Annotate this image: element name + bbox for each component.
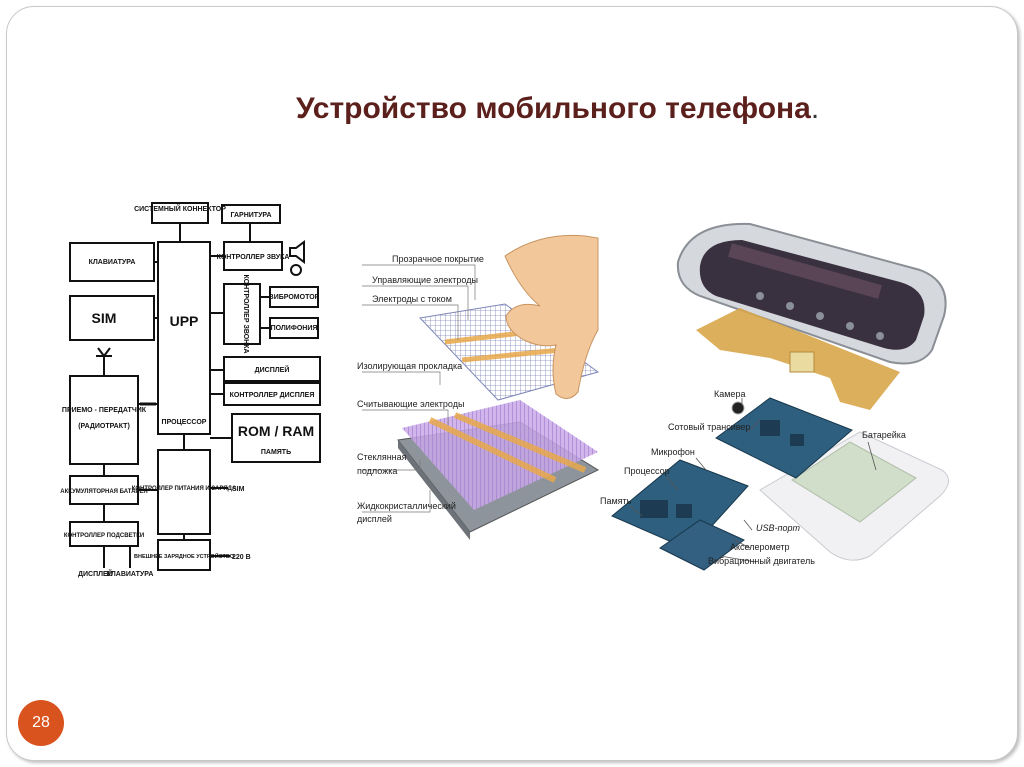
transceiver-label: ПРИЕМО - ПЕРЕДАТЧИК bbox=[62, 407, 147, 414]
part-label-usb: USB-порт bbox=[756, 523, 800, 533]
phone-exploded-illustration: Камера Сотовый трансивер Батарейка Микро… bbox=[600, 222, 949, 571]
slide-title: Устройство мобильного телефона. bbox=[296, 92, 819, 126]
layer-label-1: Прозрачное покрытие bbox=[392, 254, 484, 264]
battery-label: АККУМУЛЯТОРНАЯ БАТАРЕЯ bbox=[60, 489, 147, 495]
v220-label: 220 В bbox=[232, 554, 251, 561]
phone-screen bbox=[699, 240, 925, 350]
sim-out-label: SIM bbox=[232, 486, 245, 493]
keyboard-out-label: КЛАВИАТУРА bbox=[107, 571, 154, 578]
finger-icon bbox=[504, 234, 599, 399]
charger-label: ВНЕШНЕЕ ЗАРЯДНОЕ УСТРОЙСТВО bbox=[134, 552, 235, 560]
part-label-transceiver: Сотовый трансивер bbox=[668, 422, 750, 432]
radiotract-label: (РАДИОТРАКТ) bbox=[78, 423, 130, 430]
layer-label-4: Изолирующая прокладка bbox=[357, 361, 462, 371]
part-label-accelerometer: Акселерометр bbox=[730, 542, 790, 552]
part-label-battery: Батарейка bbox=[862, 430, 906, 440]
layer-label-7: подложка bbox=[357, 466, 397, 476]
call-ctrl-label: КОНТРОЛЛЕР ЗВОНКА bbox=[242, 274, 249, 353]
sim-label: SIM bbox=[92, 310, 117, 326]
display-label: ДИСПЛЕЙ bbox=[255, 365, 290, 374]
part-label-processor: Процессор bbox=[624, 466, 670, 476]
memory-label: ПАМЯТЬ bbox=[261, 449, 291, 456]
speaker-icon bbox=[289, 240, 305, 264]
mic-icon bbox=[290, 264, 302, 276]
power-ctrl-label: КОНТРОЛЛЕР ПИТАНИЯ И ЗАРЯДА bbox=[132, 486, 237, 492]
vibromotor-label: ВИБРОМОТОР bbox=[269, 294, 320, 301]
part-label-memory: Память bbox=[600, 496, 632, 506]
layer-label-5: Считывающие электроды bbox=[357, 399, 464, 409]
layer-label-9: дисплей bbox=[357, 514, 392, 524]
call-ctrl-block bbox=[223, 283, 261, 345]
part-label-vibration: Вибрационный двигатель bbox=[708, 556, 815, 566]
part-label-microphone: Микрофон bbox=[651, 447, 695, 457]
upp-label: UPP bbox=[170, 313, 199, 329]
power-ctrl-block bbox=[157, 449, 211, 535]
transceiver-block bbox=[69, 375, 139, 465]
upp-block bbox=[157, 241, 211, 435]
headset-label: ГАРНИТУРА bbox=[230, 212, 271, 219]
page-number: 28 bbox=[32, 714, 50, 731]
block-diagram: СИСТЕМНЫЙ КОННЕКТОР ГАРНИТУРА КЛАВИАТУРА… bbox=[60, 202, 321, 578]
connector-label: СИСТЕМНЫЙ КОННЕКТОР bbox=[134, 204, 226, 213]
rom-ram-label: ROM / RAM bbox=[238, 423, 314, 439]
processor-label: ПРОЦЕССОР bbox=[162, 419, 207, 426]
layer-label-2: Управляющие электроды bbox=[372, 275, 478, 285]
slide-title-dot: . bbox=[810, 92, 820, 125]
slide-title-text: Устройство мобильного телефона bbox=[296, 92, 811, 125]
layer-label-6: Стеклянная bbox=[357, 452, 407, 462]
backlight-ctrl-label: КОНТРОЛЛЕР ПОДСВЕТКИ bbox=[64, 533, 144, 539]
sound-ctrl-label: КОНТРОЛЛЕР ЗВУКА bbox=[217, 254, 290, 261]
polyphony-label: ПОЛИФОНИЯ bbox=[271, 325, 318, 332]
layer-label-3: Электроды с током bbox=[372, 294, 452, 304]
display-ctrl-label: КОНТРОЛЛЕР ДИСПЛЕЯ bbox=[230, 392, 315, 399]
layer-label-8: Жидкокристаллический bbox=[357, 501, 456, 511]
display-out-label: ДИСПЛЕЙ bbox=[78, 569, 113, 578]
main-pcb bbox=[715, 397, 853, 479]
page-number-badge: 28 bbox=[18, 700, 64, 746]
touchscreen-layers-illustration: Прозрачное покрытие Управляющие электрод… bbox=[357, 234, 600, 540]
part-label-camera: Камера bbox=[714, 389, 745, 399]
keyboard-label: КЛАВИАТУРА bbox=[89, 259, 136, 266]
